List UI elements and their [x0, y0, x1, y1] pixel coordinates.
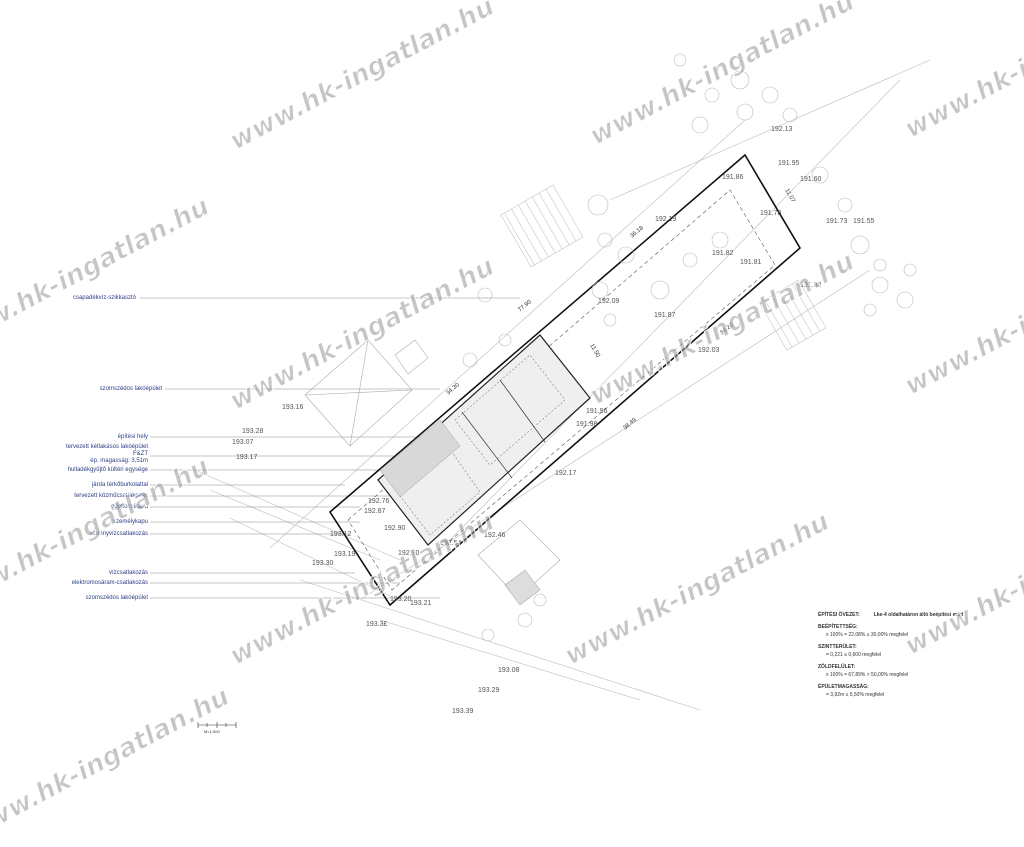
label-vizcsatlakozas: vízcsatlakozás	[108, 570, 148, 576]
elevation-label: 192.19	[655, 216, 677, 223]
elevation-label: 191.73	[826, 218, 848, 225]
label-jarda: járda térkőburkolattal	[91, 482, 148, 488]
epuletmagassag-value: = 3,92m ≤ 5,50% megfelel	[826, 692, 885, 698]
elevation-label: 192.46	[484, 532, 506, 539]
plot-boundary	[328, 153, 802, 607]
szintterulet-heading: SZINTTERÜLET:	[818, 644, 857, 650]
building-footprint	[377, 334, 591, 546]
elevation-label: 191.81	[740, 259, 762, 266]
label-csapadekviz: csapadékvíz-szikkasztó	[72, 295, 136, 301]
elevation-label: 193.17	[236, 454, 258, 461]
elevation-label: 193.08	[498, 667, 520, 674]
elevation-label: 193.12	[330, 531, 352, 538]
epuletmagassag-heading: ÉPÜLETMAGASSÁG:	[818, 684, 869, 690]
elevation-label: 192.03	[698, 347, 720, 354]
elevation-label: 191.55	[853, 218, 875, 225]
neighbour-house-bottom	[477, 519, 561, 606]
elevation-label: 192.54	[440, 540, 462, 547]
dim-38-49: 38.49	[622, 417, 638, 432]
beepitettseg-value: x 100% = 22,08% ≤ 30,00% megfelel	[826, 632, 909, 638]
elevation-label: 193.29	[478, 687, 500, 694]
label-epitesi-hely: építési hely	[117, 434, 148, 440]
elevation-label: 192.17	[555, 470, 577, 477]
dim-11-07: 11.07	[783, 188, 796, 204]
elevation-label: 192.70	[398, 550, 420, 557]
scale-bar	[197, 722, 237, 728]
scale-label: M=1:500	[204, 729, 220, 734]
elevation-label: 192.87	[364, 508, 386, 515]
elevation-label: 192.09	[598, 298, 620, 305]
elevation-label: 193.39	[452, 708, 474, 715]
label-kozmucsatlakozas: tervezett közműcsatlakozás	[74, 493, 148, 499]
zoldfelulet-value: x 100% = 67,89% > 50,00% megfelel	[826, 672, 909, 678]
label-szennyviz: szennyvízcsatlakozás	[89, 531, 148, 537]
elevation-label: 193.30	[312, 560, 334, 567]
trees	[462, 53, 917, 642]
zoldfelulet-heading: ZÖLDFELÜLET:	[818, 664, 856, 670]
elevation-label: 191.98	[576, 421, 598, 428]
elevation-label: 193.20	[390, 596, 412, 603]
label-hulladekgyujto: hulladékgyűjtő kültéri egysége	[67, 467, 148, 473]
elevation-label: 191.60	[800, 176, 822, 183]
label-gepkocsikapu: gépkocsikapu	[111, 504, 148, 510]
szintterulet-value: = 0,221 ≤ 0,600 megfelel	[826, 652, 882, 658]
elevation-label: 193.19	[334, 551, 356, 558]
zone-value: Lke-4 oldalhatáron álló beépítési mód	[873, 612, 964, 618]
neighbour-house-left	[304, 339, 429, 447]
elevation-label: 191.82	[712, 250, 734, 257]
elevation-label: 192.90	[384, 525, 406, 532]
elevation-label: 193.16	[282, 404, 304, 411]
elevation-label: 191.95	[778, 160, 800, 167]
label-elektromos: elektromosáram-csatlakozás	[71, 580, 148, 586]
label-fszt: F&ZT	[133, 451, 148, 457]
elevation-label: 191.78	[760, 210, 782, 217]
elevation-label: 193.07	[232, 439, 254, 446]
beepitettseg-heading: BEÉPÍTETTSÉG:	[818, 624, 858, 630]
hatched-structures	[500, 184, 827, 351]
elevation-label: 191.86	[722, 174, 744, 181]
elevation-label: 191.96	[586, 408, 608, 415]
elevation-label: 193.28	[242, 428, 264, 435]
elevation-label: 191.82	[800, 282, 822, 289]
label-tervezett-lakoepulet: tervezett kétlakásos lakóépület	[65, 444, 148, 450]
label-szomszedos-1: szomszédos lakóépület	[99, 386, 162, 392]
dim-11-50: 11.50	[588, 343, 601, 359]
label-szemelykapu: személykapu	[112, 519, 148, 525]
site-plan-drawing: 77.90 36.18 36.20 11.07 11.50 34.30 38.4…	[140, 53, 931, 728]
elevation-label: 192.13	[771, 126, 793, 133]
elevation-label: 193.21	[410, 600, 432, 607]
building-data-table: ÉPÍTÉSI ÖVEZET: Lke-4 oldalhatáron álló …	[818, 612, 968, 698]
dim-34-30: 34.30	[445, 382, 461, 397]
elevation-label: 192.76	[368, 498, 390, 505]
building-line	[347, 189, 776, 591]
dim-36-18: 36.18	[629, 225, 645, 240]
elevation-label: 191.87	[654, 312, 676, 319]
label-ep-magassag: ép. magasság: 3,51m	[90, 458, 148, 464]
label-szomszedos-2: szomszédos lakóépület	[85, 595, 148, 601]
dim-77-90: 77.90	[517, 299, 533, 314]
zone-label: ÉPÍTÉSI ÖVEZET:	[818, 612, 860, 618]
elevation-label: 193.3£	[366, 621, 388, 628]
